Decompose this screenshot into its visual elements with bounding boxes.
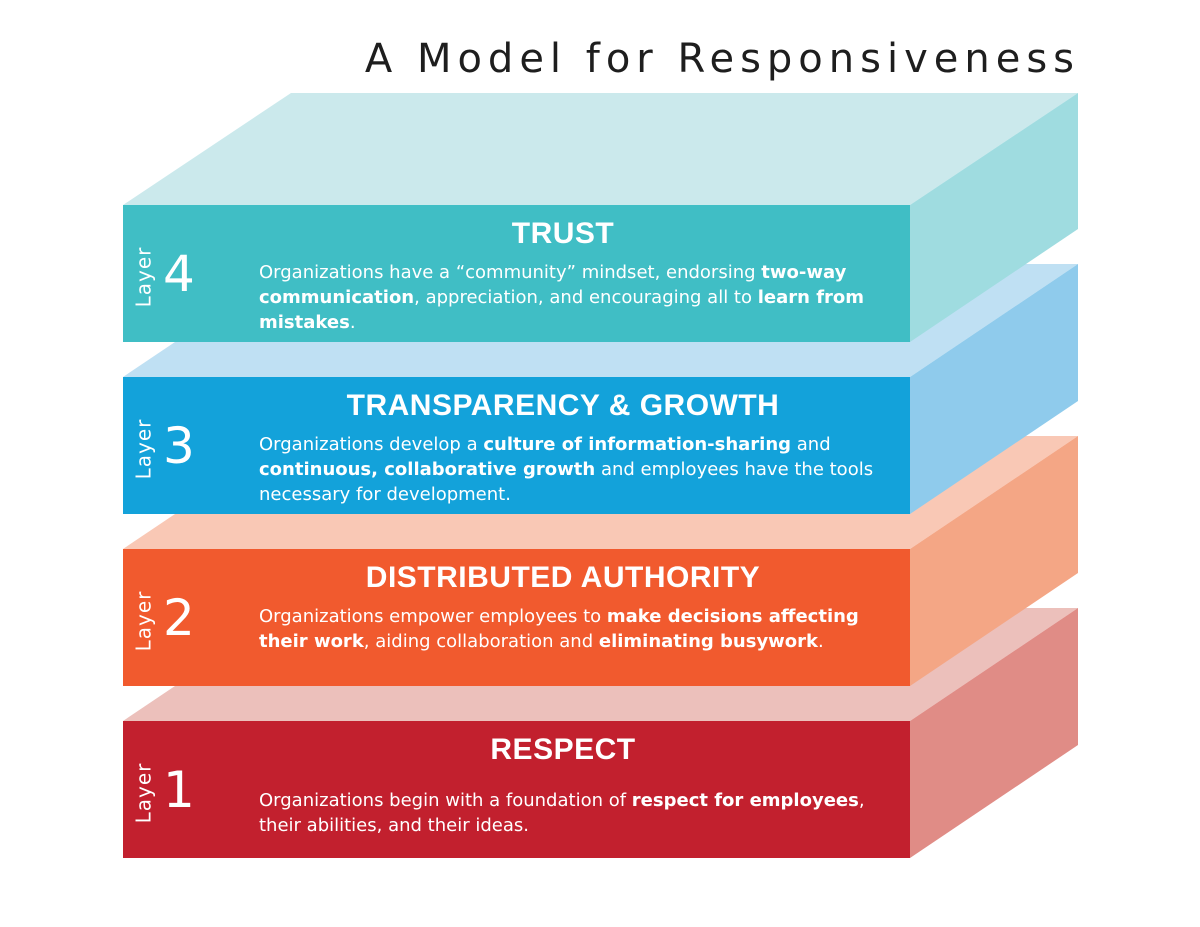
layer-1-description: Organizations begin with a foundation of… [259, 790, 865, 836]
layer-2-side-face [910, 436, 1078, 686]
layer-4-number: 4 [163, 245, 195, 303]
layer-1-number: 1 [163, 761, 195, 819]
layer-4-side-face [910, 93, 1078, 342]
layer-2-label: Layer [131, 590, 156, 651]
layer-2-heading: DISTRIBUTED AUTHORITY [365, 561, 761, 594]
layer-3-heading: TRANSPARENCY & GROWTH [346, 389, 780, 422]
layer-1-label: Layer [131, 762, 156, 823]
layer-3-front-face [123, 377, 910, 514]
layer-4-heading: TRUST [511, 217, 615, 250]
layer-3-panel: Layer 3 TRANSPARENCY & GROWTH Organizati… [123, 377, 910, 514]
layer-4-front-face [123, 205, 910, 342]
layer-4-label: Layer [131, 246, 156, 307]
layer-2-number: 2 [163, 589, 195, 647]
diagram-title: A Model for Responsiveness [364, 36, 1080, 82]
layer-1-heading: RESPECT [490, 733, 636, 766]
layer-3-label: Layer [131, 418, 156, 479]
layer-3-number: 3 [163, 417, 195, 475]
layer-4-top-face [123, 93, 1078, 205]
layer-4-panel: Layer 4 TRUST Organizations have a “comm… [123, 205, 910, 342]
layer-1-panel: Layer 1 RESPECT Organizations begin with… [123, 721, 910, 858]
layer-1-side-face [910, 608, 1078, 858]
layer-3-description: Organizations develop a culture of infor… [259, 434, 874, 505]
layer-3-side-face [910, 264, 1078, 514]
layer-2-panel: Layer 2 DISTRIBUTED AUTHORITY Organizati… [123, 549, 910, 686]
layer-1-front-face [123, 721, 910, 858]
layer-2-description: Organizations empower employees to make … [259, 606, 859, 652]
layer-2-front-face [123, 549, 910, 686]
layer-4-description: Organizations have a “community” mindset… [259, 262, 865, 333]
